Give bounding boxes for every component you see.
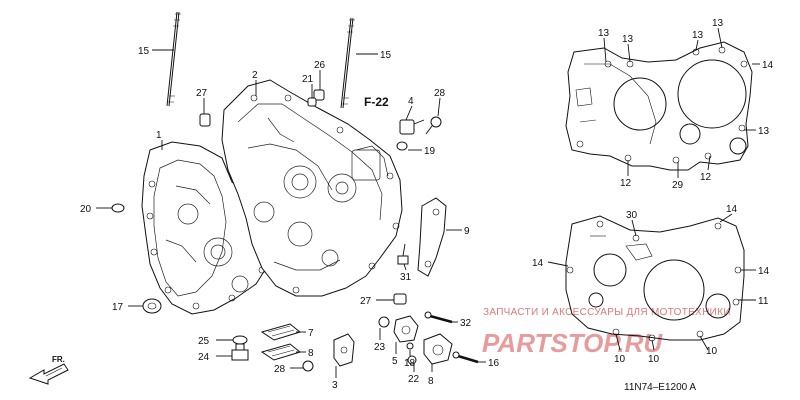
stud-bolt-right[interactable] bbox=[340, 17, 355, 109]
dowel-pin-21[interactable] bbox=[307, 97, 317, 107]
callout-28-top: 28 bbox=[434, 88, 446, 99]
callout-9: 9 bbox=[464, 226, 470, 237]
watermark-tagline: ЗАПЧАСТИ И АКСЕССУАРЫ ДЛЯ МОТОТЕХНИКИ bbox=[483, 307, 731, 318]
crankcase-right-half[interactable] bbox=[221, 79, 403, 297]
bolt-28-lower[interactable] bbox=[302, 360, 314, 372]
stud-bolt-left[interactable] bbox=[166, 11, 181, 107]
callout-13-b: 13 bbox=[622, 34, 634, 45]
breather-fitting-4[interactable] bbox=[399, 119, 425, 135]
o-ring-19[interactable] bbox=[396, 141, 408, 151]
callout-7: 7 bbox=[308, 328, 314, 339]
bolt-20[interactable] bbox=[111, 203, 125, 213]
callout-15-left: 15 bbox=[138, 46, 150, 57]
plate-7[interactable] bbox=[260, 323, 302, 341]
watermark: ЗАПЧАСТИ И АКСЕССУАРЫ ДЛЯ МОТОТЕХНИКИ PA… bbox=[482, 307, 731, 358]
housing-5[interactable] bbox=[393, 315, 419, 343]
callout-12-a: 12 bbox=[620, 178, 632, 189]
callout-14-b: 14 bbox=[726, 204, 738, 215]
leader-lines bbox=[96, 27, 760, 378]
dowel-pin-27-top[interactable] bbox=[199, 113, 211, 127]
callout-23: 23 bbox=[374, 342, 386, 353]
callout-5: 5 bbox=[392, 356, 398, 367]
callout-13-a: 13 bbox=[598, 28, 610, 39]
callout-2: 2 bbox=[252, 70, 258, 81]
callout-labels: 1 2 15 15 27 26 21 F-22 4 28 19 9 20 17 … bbox=[80, 18, 774, 391]
callout-32: 32 bbox=[460, 318, 472, 329]
callout-13-e: 13 bbox=[758, 126, 770, 137]
dowel-pin-26[interactable] bbox=[313, 89, 325, 101]
callout-13-c: 13 bbox=[692, 30, 704, 41]
callout-13-d: 13 bbox=[712, 18, 724, 29]
callout-10-a: 10 bbox=[614, 354, 626, 365]
callout-17: 17 bbox=[112, 302, 124, 313]
callout-25: 25 bbox=[198, 336, 210, 347]
front-direction-arrow: FR. bbox=[28, 355, 69, 385]
plate-8-left[interactable] bbox=[260, 343, 302, 361]
bolt-22[interactable] bbox=[407, 355, 417, 365]
bolt-16[interactable] bbox=[452, 351, 479, 364]
washer-25[interactable] bbox=[232, 335, 248, 345]
washer-18[interactable] bbox=[406, 342, 414, 350]
gasket-upper-right[interactable] bbox=[565, 41, 753, 171]
callout-14-c: 14 bbox=[532, 258, 544, 269]
watermark-brand: PARTSTOP.RU bbox=[482, 328, 663, 358]
callout-18: 18 bbox=[404, 358, 416, 369]
callout-3: 3 bbox=[332, 380, 338, 391]
callout-16: 16 bbox=[488, 358, 500, 369]
reference-label: F-22 bbox=[364, 95, 389, 109]
callout-15-right: 15 bbox=[380, 50, 392, 61]
callout-11: 11 bbox=[758, 296, 769, 307]
bracket-3[interactable] bbox=[333, 333, 355, 367]
gasket-lower-right[interactable] bbox=[565, 215, 745, 342]
callout-31: 31 bbox=[400, 272, 412, 283]
callout-24: 24 bbox=[198, 352, 210, 363]
callout-27-lower: 27 bbox=[360, 296, 372, 307]
callout-19: 19 bbox=[424, 146, 436, 157]
dowel-pin-27-lower[interactable] bbox=[393, 293, 407, 305]
bolt-28-top[interactable] bbox=[425, 116, 442, 135]
callout-27-top: 27 bbox=[196, 88, 208, 99]
callout-21: 21 bbox=[302, 74, 314, 85]
callout-14-d: 14 bbox=[758, 266, 770, 277]
callout-12-b: 12 bbox=[700, 172, 712, 183]
callout-1: 1 bbox=[156, 130, 162, 141]
callout-10-b: 10 bbox=[648, 354, 660, 365]
callout-26: 26 bbox=[314, 60, 326, 71]
callout-8-right: 8 bbox=[428, 376, 434, 387]
drain-plug-24[interactable] bbox=[231, 343, 249, 361]
bolt-31[interactable] bbox=[397, 243, 409, 265]
bolt-32[interactable] bbox=[424, 311, 453, 324]
callout-20: 20 bbox=[80, 204, 92, 215]
oil-seal-17[interactable] bbox=[142, 298, 162, 314]
callout-30: 30 bbox=[626, 210, 638, 221]
callout-10-c: 10 bbox=[706, 346, 718, 357]
o-ring-23[interactable] bbox=[378, 316, 390, 328]
callout-29: 29 bbox=[672, 180, 684, 191]
bracket-9[interactable] bbox=[417, 197, 447, 277]
callout-14-a: 14 bbox=[762, 60, 774, 71]
callout-8-left: 8 bbox=[308, 348, 314, 359]
callout-4: 4 bbox=[408, 96, 414, 107]
callout-22: 22 bbox=[408, 374, 420, 385]
housing-8-right[interactable] bbox=[423, 333, 453, 365]
drawing-code: 11N74–E1200 A bbox=[624, 382, 696, 393]
front-label: FR. bbox=[52, 355, 65, 364]
callout-28-lower: 28 bbox=[274, 364, 286, 375]
